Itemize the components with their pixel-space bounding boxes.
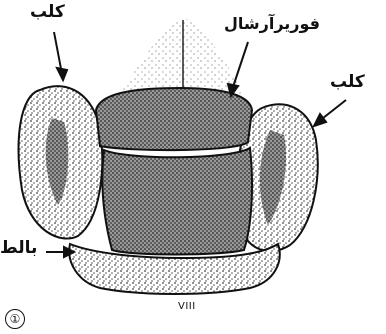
arrowhead-top-left [57, 68, 67, 80]
corner-number-mark: ① [5, 309, 25, 329]
label-fourier-arshal: فوريرآرشال [224, 14, 320, 33]
label-kalb-left: كلب [30, 2, 65, 22]
label-kalb-right: كلب [330, 72, 365, 92]
arrowhead-right [314, 114, 326, 126]
figure-caption: VIII [178, 301, 196, 312]
arrow-top-center [232, 42, 248, 90]
label-balat: بالط [0, 238, 37, 258]
central-body [102, 148, 252, 255]
upper-band [96, 88, 252, 150]
